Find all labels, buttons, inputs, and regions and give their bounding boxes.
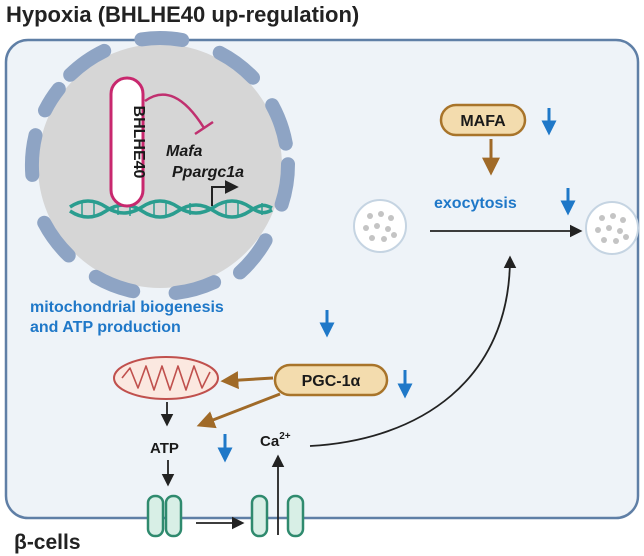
mafa-box xyxy=(439,103,527,137)
mito-biogenesis-label: mitochondrial biogenesis xyxy=(30,299,224,316)
exocytosis-label: exocytosis xyxy=(434,195,517,212)
bhlhe40-label: BHLHE40 xyxy=(130,106,147,179)
diagram-title: Hypoxia (BHLHE40 up-regulation) xyxy=(6,2,359,27)
pgc1a-box xyxy=(273,363,389,397)
dna-helix xyxy=(69,199,273,219)
cell-label-bg xyxy=(10,528,100,554)
calcium-exocytosis-arrow xyxy=(309,255,517,447)
inhibition-arrow xyxy=(144,93,206,129)
cell-type-label: β-cells xyxy=(14,531,81,554)
pgc1a-mito-arrow xyxy=(220,371,274,390)
vesicle-icon xyxy=(353,199,407,253)
atp-label: ATP xyxy=(150,440,179,457)
atp-production-label: and ATP production xyxy=(30,319,181,336)
nucleus: BHLHE40 Mafa Ppargc1a xyxy=(24,31,296,300)
bhlhe40-capsule xyxy=(109,76,145,208)
nuclear-envelope xyxy=(24,31,296,300)
mafa-label: MAFA xyxy=(460,113,506,130)
ion-channel-icon xyxy=(146,494,183,538)
mitochondrion-icon xyxy=(113,356,219,400)
pgc1a-atp-arrow xyxy=(196,392,281,429)
gene-mafa: Mafa xyxy=(166,143,203,160)
inhibition-bar xyxy=(194,120,214,136)
vesicle-icon xyxy=(585,201,639,255)
calcium-label: Ca2+ xyxy=(260,431,291,450)
pgc1a-label: PGC-1α xyxy=(302,373,361,390)
ion-channel-icon xyxy=(250,494,305,538)
gene-ppargc1a: Ppargc1a xyxy=(172,164,244,181)
transcription-start-arrow xyxy=(211,180,239,206)
nucleus-interior xyxy=(38,44,282,288)
